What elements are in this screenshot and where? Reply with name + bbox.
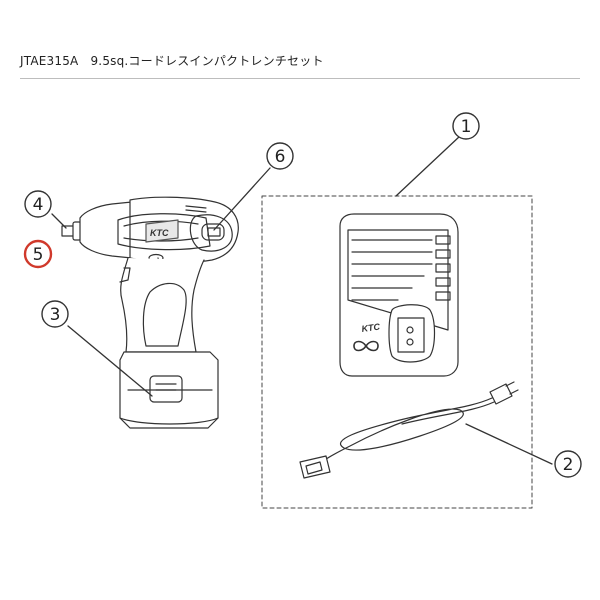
callout-label-6: 6 <box>275 147 286 167</box>
power-cord <box>299 381 519 479</box>
part-number: JTAE315A <box>20 54 79 68</box>
callout-circle-2 <box>554 450 582 478</box>
leader-4 <box>51 213 67 229</box>
leader-2 <box>465 423 553 465</box>
callout-circle-6 <box>266 142 294 170</box>
header-divider <box>20 78 580 79</box>
charger-logo: KTC <box>361 321 381 334</box>
charger <box>339 213 459 377</box>
cord-plug <box>489 383 513 405</box>
anvil-drive <box>61 225 75 237</box>
charger-set-boundary <box>261 195 533 509</box>
callout-label-3: 3 <box>50 305 61 325</box>
diagram-header: JTAE315A 9.5sq.コードレスインパクトレンチセット <box>20 52 324 69</box>
leader-1 <box>395 135 461 197</box>
callout-label-4: 4 <box>33 195 44 215</box>
charger-symbol <box>353 340 379 352</box>
callout-circle-5 <box>23 239 53 269</box>
callout-circle-1 <box>452 112 480 140</box>
handle <box>120 257 205 353</box>
leader-6 <box>213 167 271 231</box>
callout-circle-3 <box>41 300 69 328</box>
hammer-case <box>79 201 133 259</box>
charger-cradle <box>388 304 436 363</box>
body-panel <box>117 213 211 251</box>
fr-switch-body <box>201 223 225 241</box>
wrench-logo-badge <box>145 219 179 243</box>
diagram-title: 9.5sq.コードレスインパクトレンチセット <box>90 54 324 68</box>
leader-3 <box>67 325 153 397</box>
callout-label-5: 5 <box>33 245 44 265</box>
battery-latch <box>149 375 183 403</box>
cord-wire <box>317 397 493 467</box>
callout-circle-4 <box>24 190 52 218</box>
cord-connector <box>299 455 331 479</box>
charger-fins <box>351 239 433 301</box>
callout-label-1: 1 <box>461 117 472 137</box>
wrench-logo: KTC <box>150 228 169 238</box>
callout-label-2: 2 <box>563 455 574 475</box>
rear-cap <box>189 214 233 252</box>
handle-grip <box>142 282 187 347</box>
battery-pack-shape <box>119 351 219 425</box>
impact-wrench <box>61 196 239 429</box>
